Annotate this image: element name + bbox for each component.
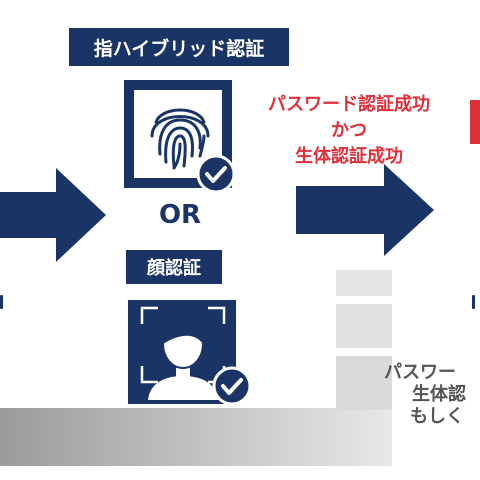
hybrid-fingerprint-label: 指ハイブリッド認証 — [69, 28, 289, 66]
success-text: パスワード認証成功 かつ 生体認証成功 — [236, 92, 462, 170]
or-label: OR — [158, 200, 202, 230]
partial-line-2: 生体認 — [412, 384, 466, 405]
gray-step-2 — [336, 304, 392, 348]
edge-dot-left — [0, 295, 3, 309]
arrow-right-icon — [296, 164, 434, 256]
fingerprint-icon — [150, 108, 210, 170]
red-edge-block — [470, 100, 480, 144]
gray-step-1 — [336, 270, 392, 296]
check-circle-icon — [212, 366, 252, 406]
partial-line-3: もしく — [410, 406, 464, 427]
success-line-2: かつ — [331, 120, 367, 141]
check-circle-icon — [196, 154, 236, 194]
edge-dot-right — [472, 295, 475, 309]
success-line-1: パスワード認証成功 — [268, 94, 430, 115]
partial-line-1: パスワー — [384, 362, 456, 383]
partial-text: パスワー 生体認 もしく — [384, 362, 480, 428]
gradient-band — [0, 408, 392, 466]
face-auth-label: 顔認証 — [126, 250, 222, 284]
success-line-3: 生体認証成功 — [295, 146, 403, 167]
gray-step-3 — [336, 356, 392, 410]
arrow-right-icon — [0, 168, 106, 262]
